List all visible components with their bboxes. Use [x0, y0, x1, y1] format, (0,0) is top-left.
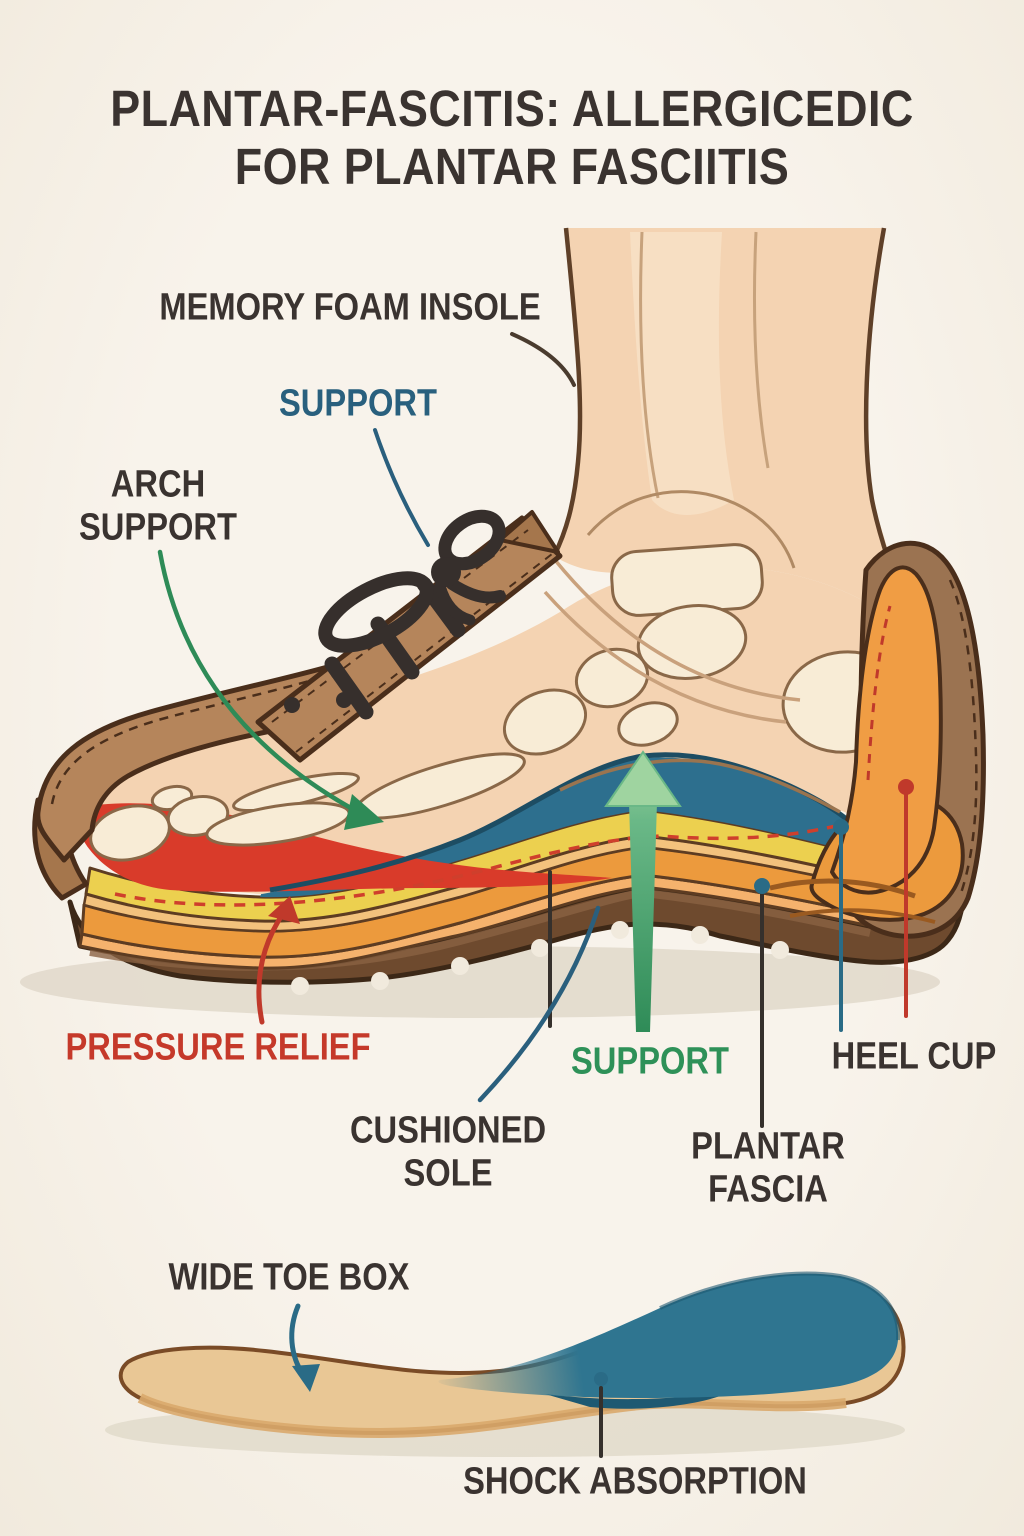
pressure-relief-arrowhead	[268, 896, 300, 924]
callouts	[157, 332, 914, 1128]
leg	[551, 227, 911, 622]
lace-end	[446, 578, 506, 604]
rim-stitching	[50, 670, 339, 805]
midsole-stitching	[114, 820, 853, 907]
bow-left-loop	[318, 571, 434, 653]
insole-illustration	[118, 1271, 906, 1438]
title-line1: PLANTAR-FASCITIS: ALLERGICEDIC	[110, 80, 914, 137]
label-support-bottom: SUPPORT	[571, 1040, 729, 1083]
heel-cup-red-dot	[898, 779, 914, 795]
label-cushioned-sole: CUSHIONED SOLE	[349, 1109, 547, 1194]
label-shock-absorption: SHOCK ABSORPTION	[463, 1460, 807, 1503]
arch-support-arrowhead	[344, 794, 384, 830]
label-pressure-relief: PRESSURE RELIEF	[65, 1026, 371, 1069]
label-plantar-fascia: PLANTAR FASCIA	[691, 1125, 845, 1210]
support-top-pointer-line	[373, 428, 430, 547]
memory-foam-pointer-line	[510, 332, 576, 387]
label-memory-foam-insole: MEMORY FOAM INSOLE	[159, 286, 541, 329]
support-up-arrow	[604, 750, 682, 1032]
foot-bones	[89, 543, 909, 862]
title-line2: FOR PLANTAR FASCIITIS	[234, 137, 790, 195]
heel-cup-insert	[830, 565, 943, 895]
tibia-bone	[630, 232, 734, 515]
heel-cup-teal-dot	[833, 819, 849, 835]
tongue-fold	[498, 510, 560, 554]
insole-arch-edge	[545, 1392, 730, 1409]
shock-absorption-dot	[594, 1372, 608, 1386]
pressure-relief-pointer-line	[256, 909, 287, 1025]
insole-heel-teal	[438, 1273, 899, 1398]
plantar-fascia-dot	[754, 878, 770, 894]
label-support-top: SUPPORT	[279, 382, 437, 425]
tread-notches	[291, 921, 789, 995]
bottom-callouts	[289, 1303, 608, 1458]
page-title: PLANTAR-FASCITIS: ALLERGICEDIC FOR PLANT…	[110, 80, 914, 195]
bow-knot	[431, 557, 461, 587]
label-arch-support: ARCH SUPPORT	[79, 463, 237, 548]
wide-toe-box-arrowhead	[292, 1364, 320, 1392]
foot-contours	[543, 558, 841, 814]
lace-end	[434, 580, 476, 626]
arch-support-pointer-line	[157, 549, 361, 815]
insole-side-shading	[137, 1393, 847, 1438]
heel-assembly	[769, 540, 986, 939]
label-wide-toe-box: WIDE TOE BOX	[168, 1256, 410, 1299]
label-heel-cup: HEEL CUP	[831, 1035, 997, 1078]
cushioned-sole-pointer-curve	[477, 905, 601, 1103]
